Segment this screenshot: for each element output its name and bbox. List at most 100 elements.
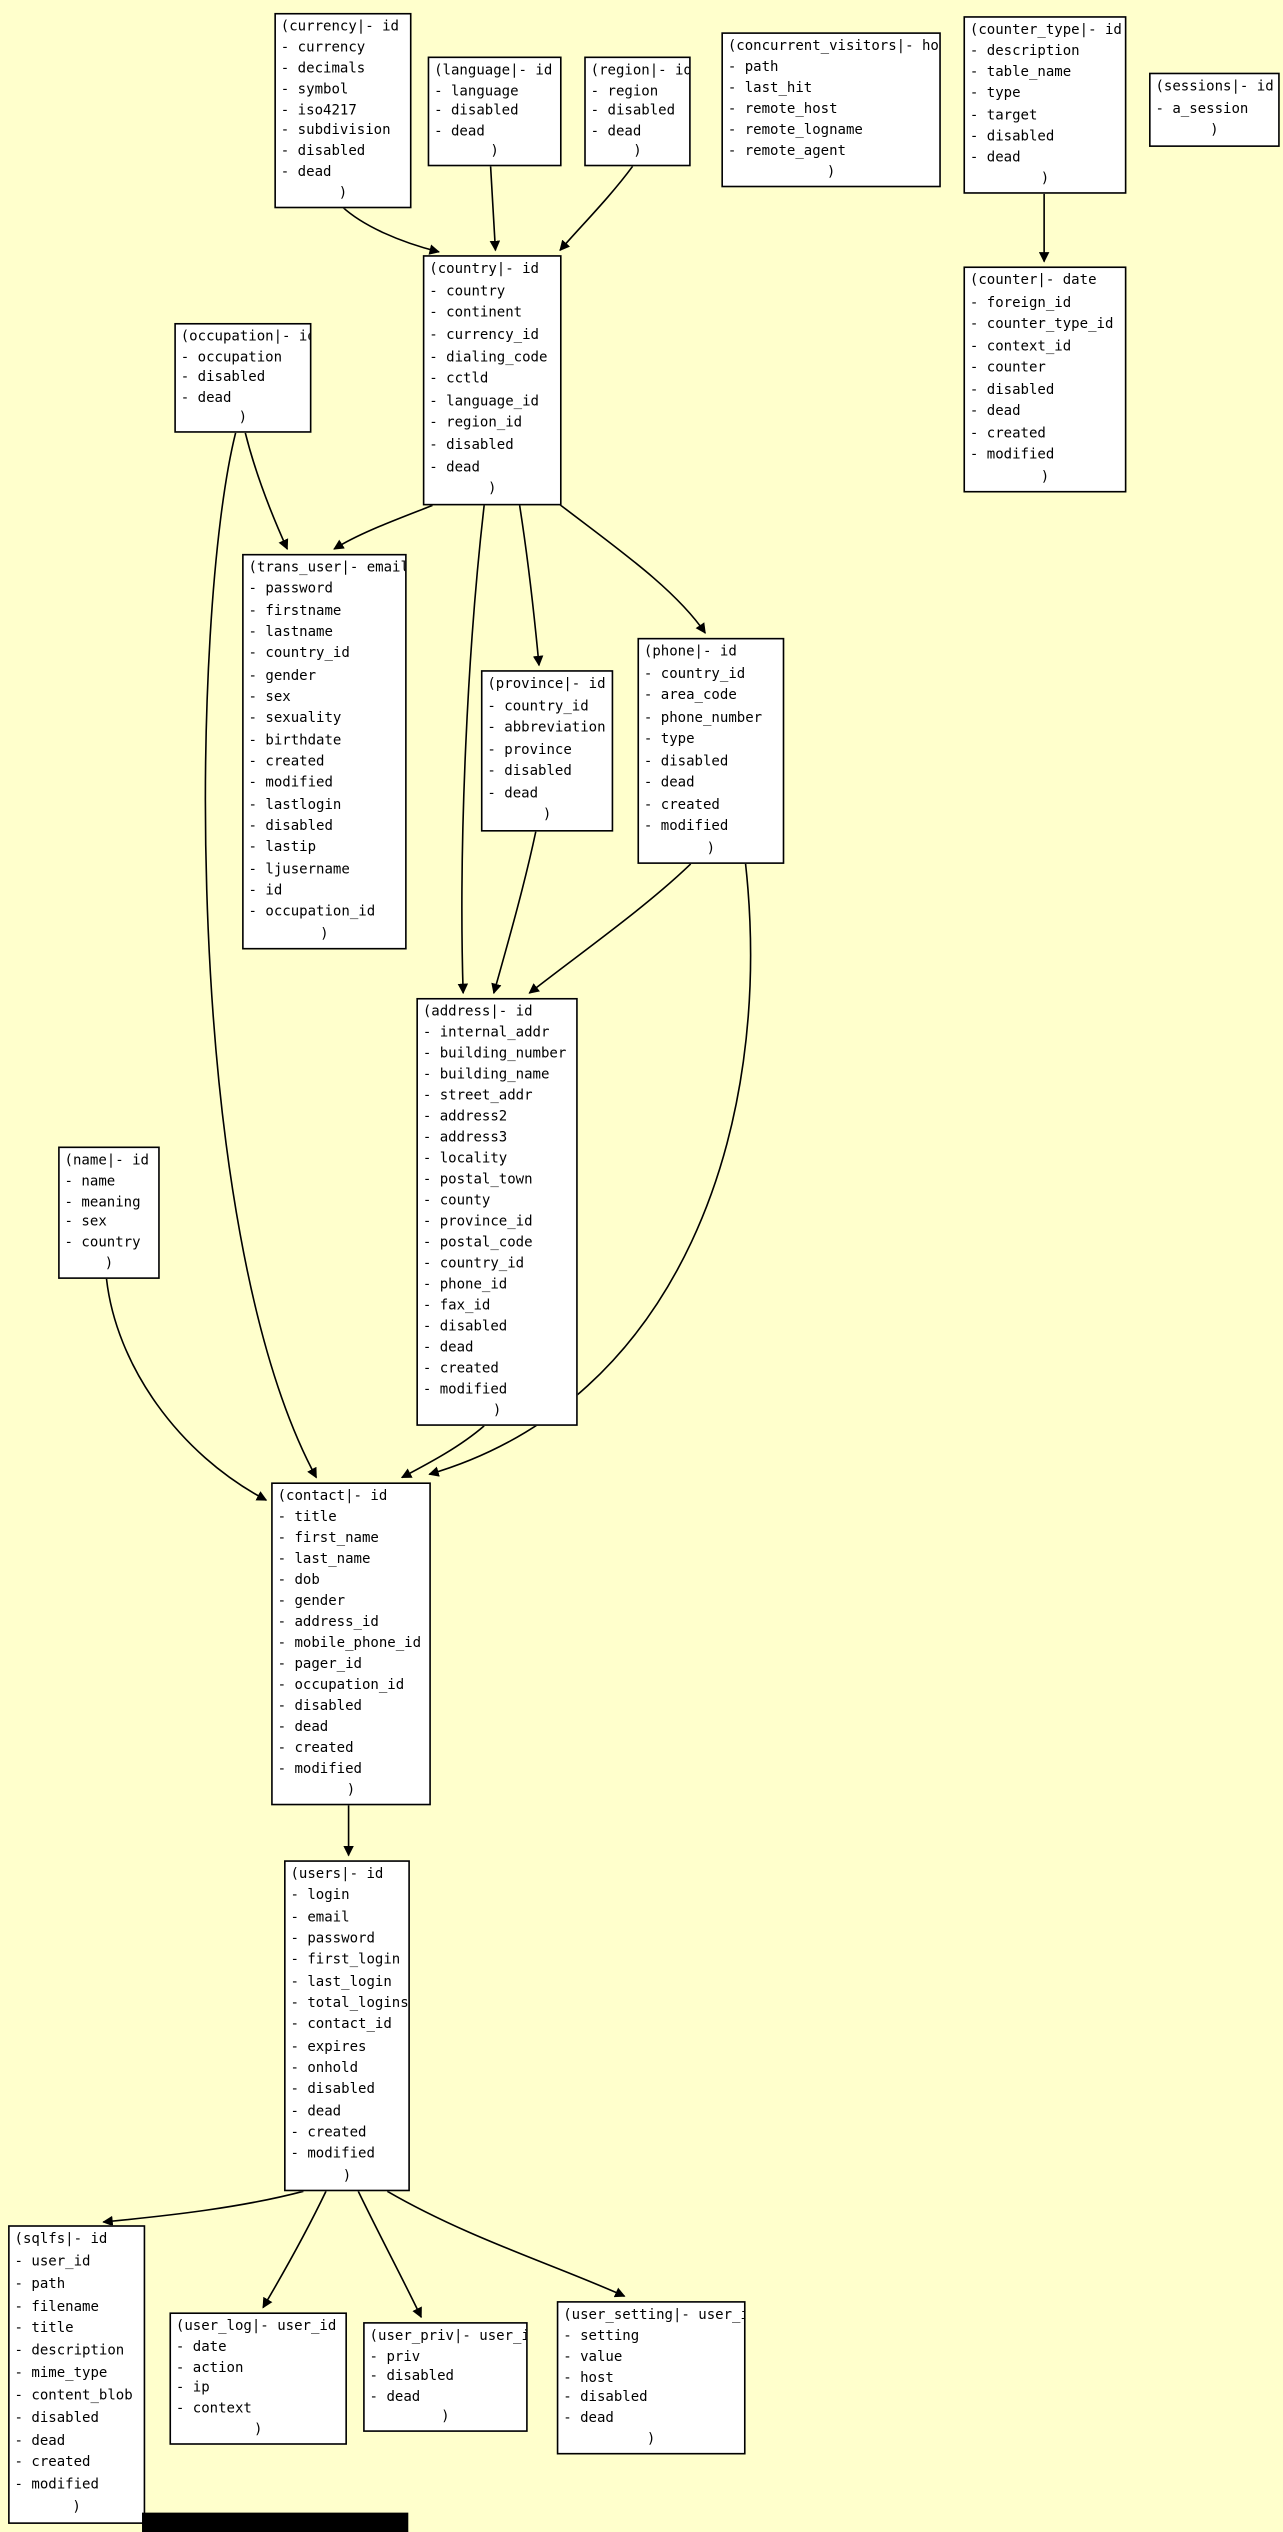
entity-field: - path <box>14 2276 66 2293</box>
entity-sessions: (sessions|- id- a_session) <box>1149 72 1280 147</box>
entity-footer: ) <box>253 2422 263 2439</box>
edge-region-country <box>559 165 634 252</box>
entity-field: - country_id <box>248 646 350 663</box>
entity-field: - created <box>290 2124 367 2142</box>
entity-field: - priv <box>369 2348 421 2366</box>
entity-field: - type <box>969 86 1021 103</box>
entity-field: - mime_type <box>14 2365 108 2382</box>
entity-field: - locality <box>422 1151 508 1168</box>
edge-country-province <box>518 505 544 667</box>
entity-footer: ) <box>320 926 329 943</box>
entity-field: - country_id <box>487 698 589 715</box>
entity-field: - dead <box>180 390 232 407</box>
entity-footer: ) <box>104 1256 114 1273</box>
entity-field: - expires <box>290 2038 367 2056</box>
entity-field: - last_name <box>277 1551 371 1568</box>
entity-header: (currency|- id <box>280 19 399 36</box>
entity-field: - value <box>563 2349 623 2366</box>
entity-footer: ) <box>492 1403 502 1420</box>
entity-footer: ) <box>342 2168 352 2185</box>
entity-field: - disabled <box>14 2410 99 2427</box>
entity-header: (address|- id <box>422 1004 533 1021</box>
entity-field: - address2 <box>422 1109 508 1126</box>
entity-field: - province <box>487 742 572 759</box>
entity-contact: (contact|- id- title- first_name- last_n… <box>271 1482 431 1806</box>
entity-field: - dead <box>280 165 332 182</box>
entity-field: - remote_logname <box>727 122 863 139</box>
entity-field: - firstname <box>248 603 342 620</box>
entity-field: - ljusername <box>248 861 350 878</box>
entity-field: - created <box>422 1361 499 1378</box>
entity-field: - modified <box>277 1761 362 1778</box>
entity-field: - dob <box>277 1572 320 1589</box>
entity-sqlfs: (sqlfs|- id- user_id- path- filename- ti… <box>8 2225 146 2524</box>
entity-header: (users|- id <box>290 1866 384 1883</box>
entity-field: - total_logins <box>290 1995 409 2012</box>
entity-field: - lastname <box>248 624 333 642</box>
entity-field: - login <box>290 1888 350 1905</box>
entity-field: - disabled <box>487 764 572 781</box>
edge-phone-contact <box>428 863 752 1477</box>
entity-field: - postal_town <box>422 1172 533 1189</box>
entity-field: - disabled <box>280 144 366 161</box>
entity-field: - internal_addr <box>422 1025 550 1042</box>
edge-name-contact <box>105 1278 268 1501</box>
entity-address: (address|- id- internal_addr- building_n… <box>416 997 578 1426</box>
entity-field: - mobile_phone_id <box>277 1635 422 1652</box>
entity-field: - region <box>590 83 659 100</box>
entity-footer: ) <box>72 2499 81 2517</box>
entity-header: (sessions|- id <box>1155 79 1274 96</box>
entity-field: - lastip <box>248 840 317 857</box>
entity-field: - ip <box>175 2380 210 2398</box>
entity-field: - dead <box>969 403 1021 420</box>
entity-field: - created <box>643 796 720 814</box>
entity-field: - description <box>969 43 1080 60</box>
entity-header: (user_log|- user_id <box>175 2318 337 2336</box>
entity-field: - dead <box>290 2103 342 2120</box>
entity-field: - disabled <box>434 103 519 120</box>
entity-counter_type: (counter_type|- id- description- table_n… <box>963 16 1127 194</box>
entity-field: - last_login <box>290 1974 392 1991</box>
edge-country-address <box>457 505 485 995</box>
entity-field: - dead <box>369 2389 421 2406</box>
edge-users-sqlfs <box>102 2190 304 2227</box>
entity-field: - password <box>290 1931 375 1948</box>
entity-field: - province_id <box>422 1214 533 1231</box>
entity-field: - language <box>434 83 519 100</box>
entity-field: - sex <box>64 1215 107 1232</box>
entity-footer: ) <box>633 144 642 161</box>
entity-field: - created <box>248 754 325 771</box>
entity-counter: (counter|- date- foreign_id- counter_typ… <box>963 266 1127 493</box>
entity-field: - country <box>64 1235 141 1252</box>
entity-concurrent_visitors: (concurrent_visitors|- host- path- last_… <box>721 32 941 188</box>
entity-field: - dead <box>14 2432 66 2449</box>
entity-field: - currency_id <box>429 327 540 344</box>
entity-footer: ) <box>346 1782 356 1799</box>
entity-field: - meaning <box>64 1194 141 1211</box>
entity-field: - street_addr <box>422 1088 533 1105</box>
entity-field: - type <box>643 731 695 748</box>
entity-field: - disabled <box>248 818 333 835</box>
entity-footer: ) <box>706 840 716 857</box>
entity-field: - email <box>290 1909 350 1926</box>
entity-footer: ) <box>338 185 348 203</box>
entity-header: (language|- id <box>434 62 553 80</box>
entity-field: - title <box>277 1509 337 1526</box>
entity-footer: ) <box>1040 170 1050 188</box>
entity-field: - first_name <box>277 1530 379 1547</box>
entity-field: - content_blob <box>14 2388 133 2405</box>
entity-header: (province|- id <box>487 676 606 693</box>
entity-field: - counter_type_id <box>969 316 1114 333</box>
bottom-black-bar <box>142 2512 409 2532</box>
entity-field: - currency <box>280 40 366 57</box>
entity-field: - pager_id <box>277 1656 362 1673</box>
edge-users-user_log <box>262 2190 327 2309</box>
entity-field: - abbreviation <box>487 720 606 737</box>
entity-field: - gender <box>277 1593 346 1610</box>
entity-user_setting: (user_setting|- user_id- setting- value-… <box>556 2301 746 2455</box>
entity-footer: ) <box>1040 469 1050 486</box>
entity-field: - user_id <box>14 2254 91 2271</box>
entity-header: (country|- id <box>429 261 540 278</box>
entity-field: - id <box>248 883 283 900</box>
